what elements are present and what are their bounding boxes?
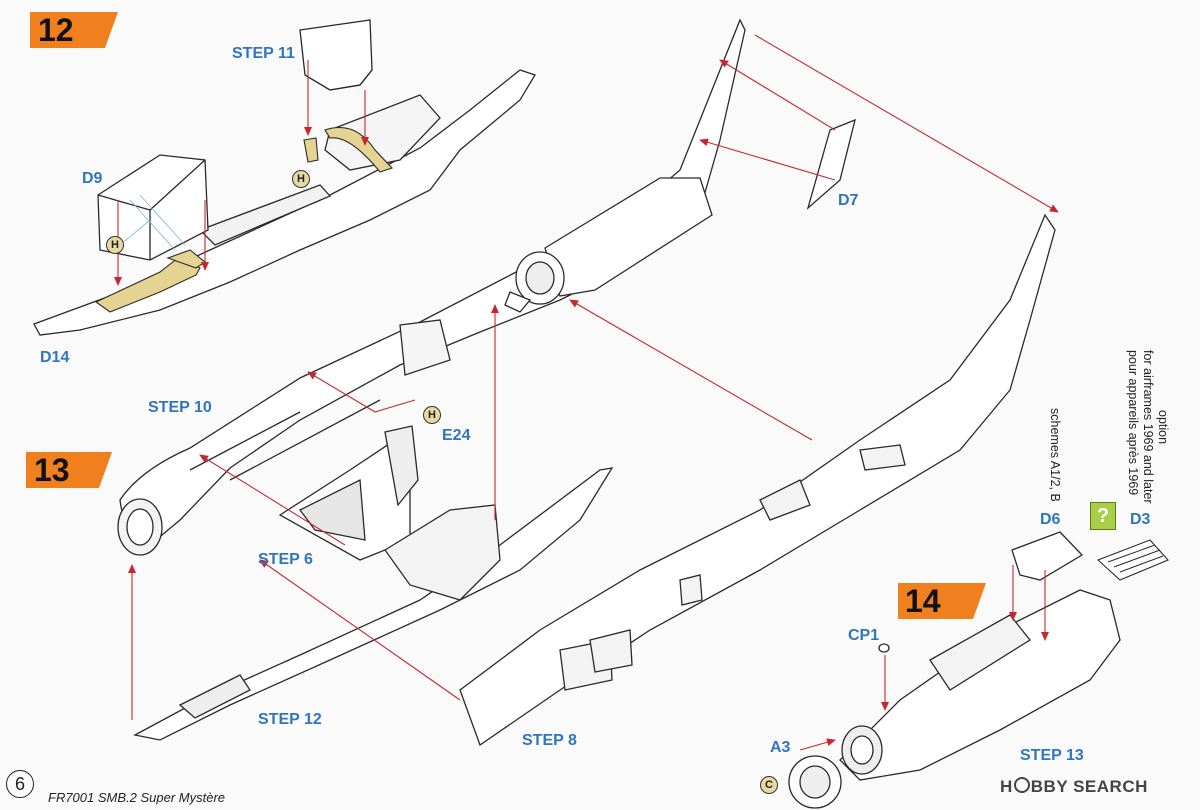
d3-vent-part [1096, 539, 1169, 581]
forward-fuselage [839, 589, 1121, 781]
part-label-d6: D6 [1040, 511, 1061, 528]
watermark-h: H [1000, 777, 1013, 796]
lower-fuselage-half [133, 467, 614, 741]
option-note-line2: for airframes 1969 and later [1141, 350, 1155, 504]
upper-fuselage-half [33, 69, 536, 336]
paint-marker-h-1: H [292, 170, 310, 188]
part-label-cp1: CP1 [848, 627, 880, 644]
step-13-banner [26, 452, 112, 488]
assembly-arrows [114, 34, 1059, 751]
d9-box-part [97, 154, 209, 261]
label-step-13: STEP 13 [1020, 747, 1084, 764]
intake-trunk-part [299, 19, 373, 91]
a3-intake-ring [788, 755, 842, 809]
part-label-e24: E24 [442, 427, 471, 444]
cockpit-tub [278, 425, 419, 561]
fuselage-right-half [459, 213, 1056, 747]
step-number-14: 14 [905, 583, 941, 619]
jet-pipe [504, 177, 713, 313]
d6-canopy-part [1011, 531, 1084, 581]
footer-title: FR7001 SMB.2 Super Mystère [48, 790, 226, 805]
label-step-11: STEP 11 [232, 45, 295, 62]
part-label-a3: A3 [770, 739, 791, 756]
label-step-6: STEP 6 [258, 551, 313, 568]
watermark-o-icon [1013, 777, 1030, 793]
option-note-line3: pour appareils après 1969 [1126, 350, 1140, 496]
watermark-rest: BBY SEARCH [1030, 777, 1148, 796]
main-fuselage [117, 18, 746, 556]
label-step-8: STEP 8 [522, 732, 577, 749]
page-number: 6 [6, 770, 34, 798]
d7-part [806, 118, 856, 210]
label-step-10: STEP 10 [148, 399, 212, 416]
paint-marker-h-3: H [423, 406, 441, 424]
guide-lines [119, 194, 186, 251]
option-note-line1: option [1156, 410, 1170, 445]
option-question-icon: ? [1090, 502, 1116, 530]
step-number-13: 13 [34, 452, 70, 488]
cp1-part [878, 643, 890, 653]
step-14-banner [898, 583, 986, 619]
photoetch-intake [303, 126, 393, 173]
label-step-12: STEP 12 [258, 711, 322, 728]
paint-marker-c: C [760, 776, 778, 794]
paint-marker-h-2: H [106, 236, 124, 254]
part-label-d7: D7 [838, 192, 859, 209]
hobbysearch-watermark: H BBY SEARCH [1000, 777, 1148, 797]
step-12-banner [30, 12, 118, 48]
part-label-d3: D3 [1130, 511, 1151, 528]
part-label-d9: D9 [82, 170, 103, 187]
step-number-12: 12 [38, 12, 74, 48]
part-label-d14: D14 [40, 349, 70, 366]
option-note-schemes: schemes A1/2, B [1048, 408, 1062, 502]
